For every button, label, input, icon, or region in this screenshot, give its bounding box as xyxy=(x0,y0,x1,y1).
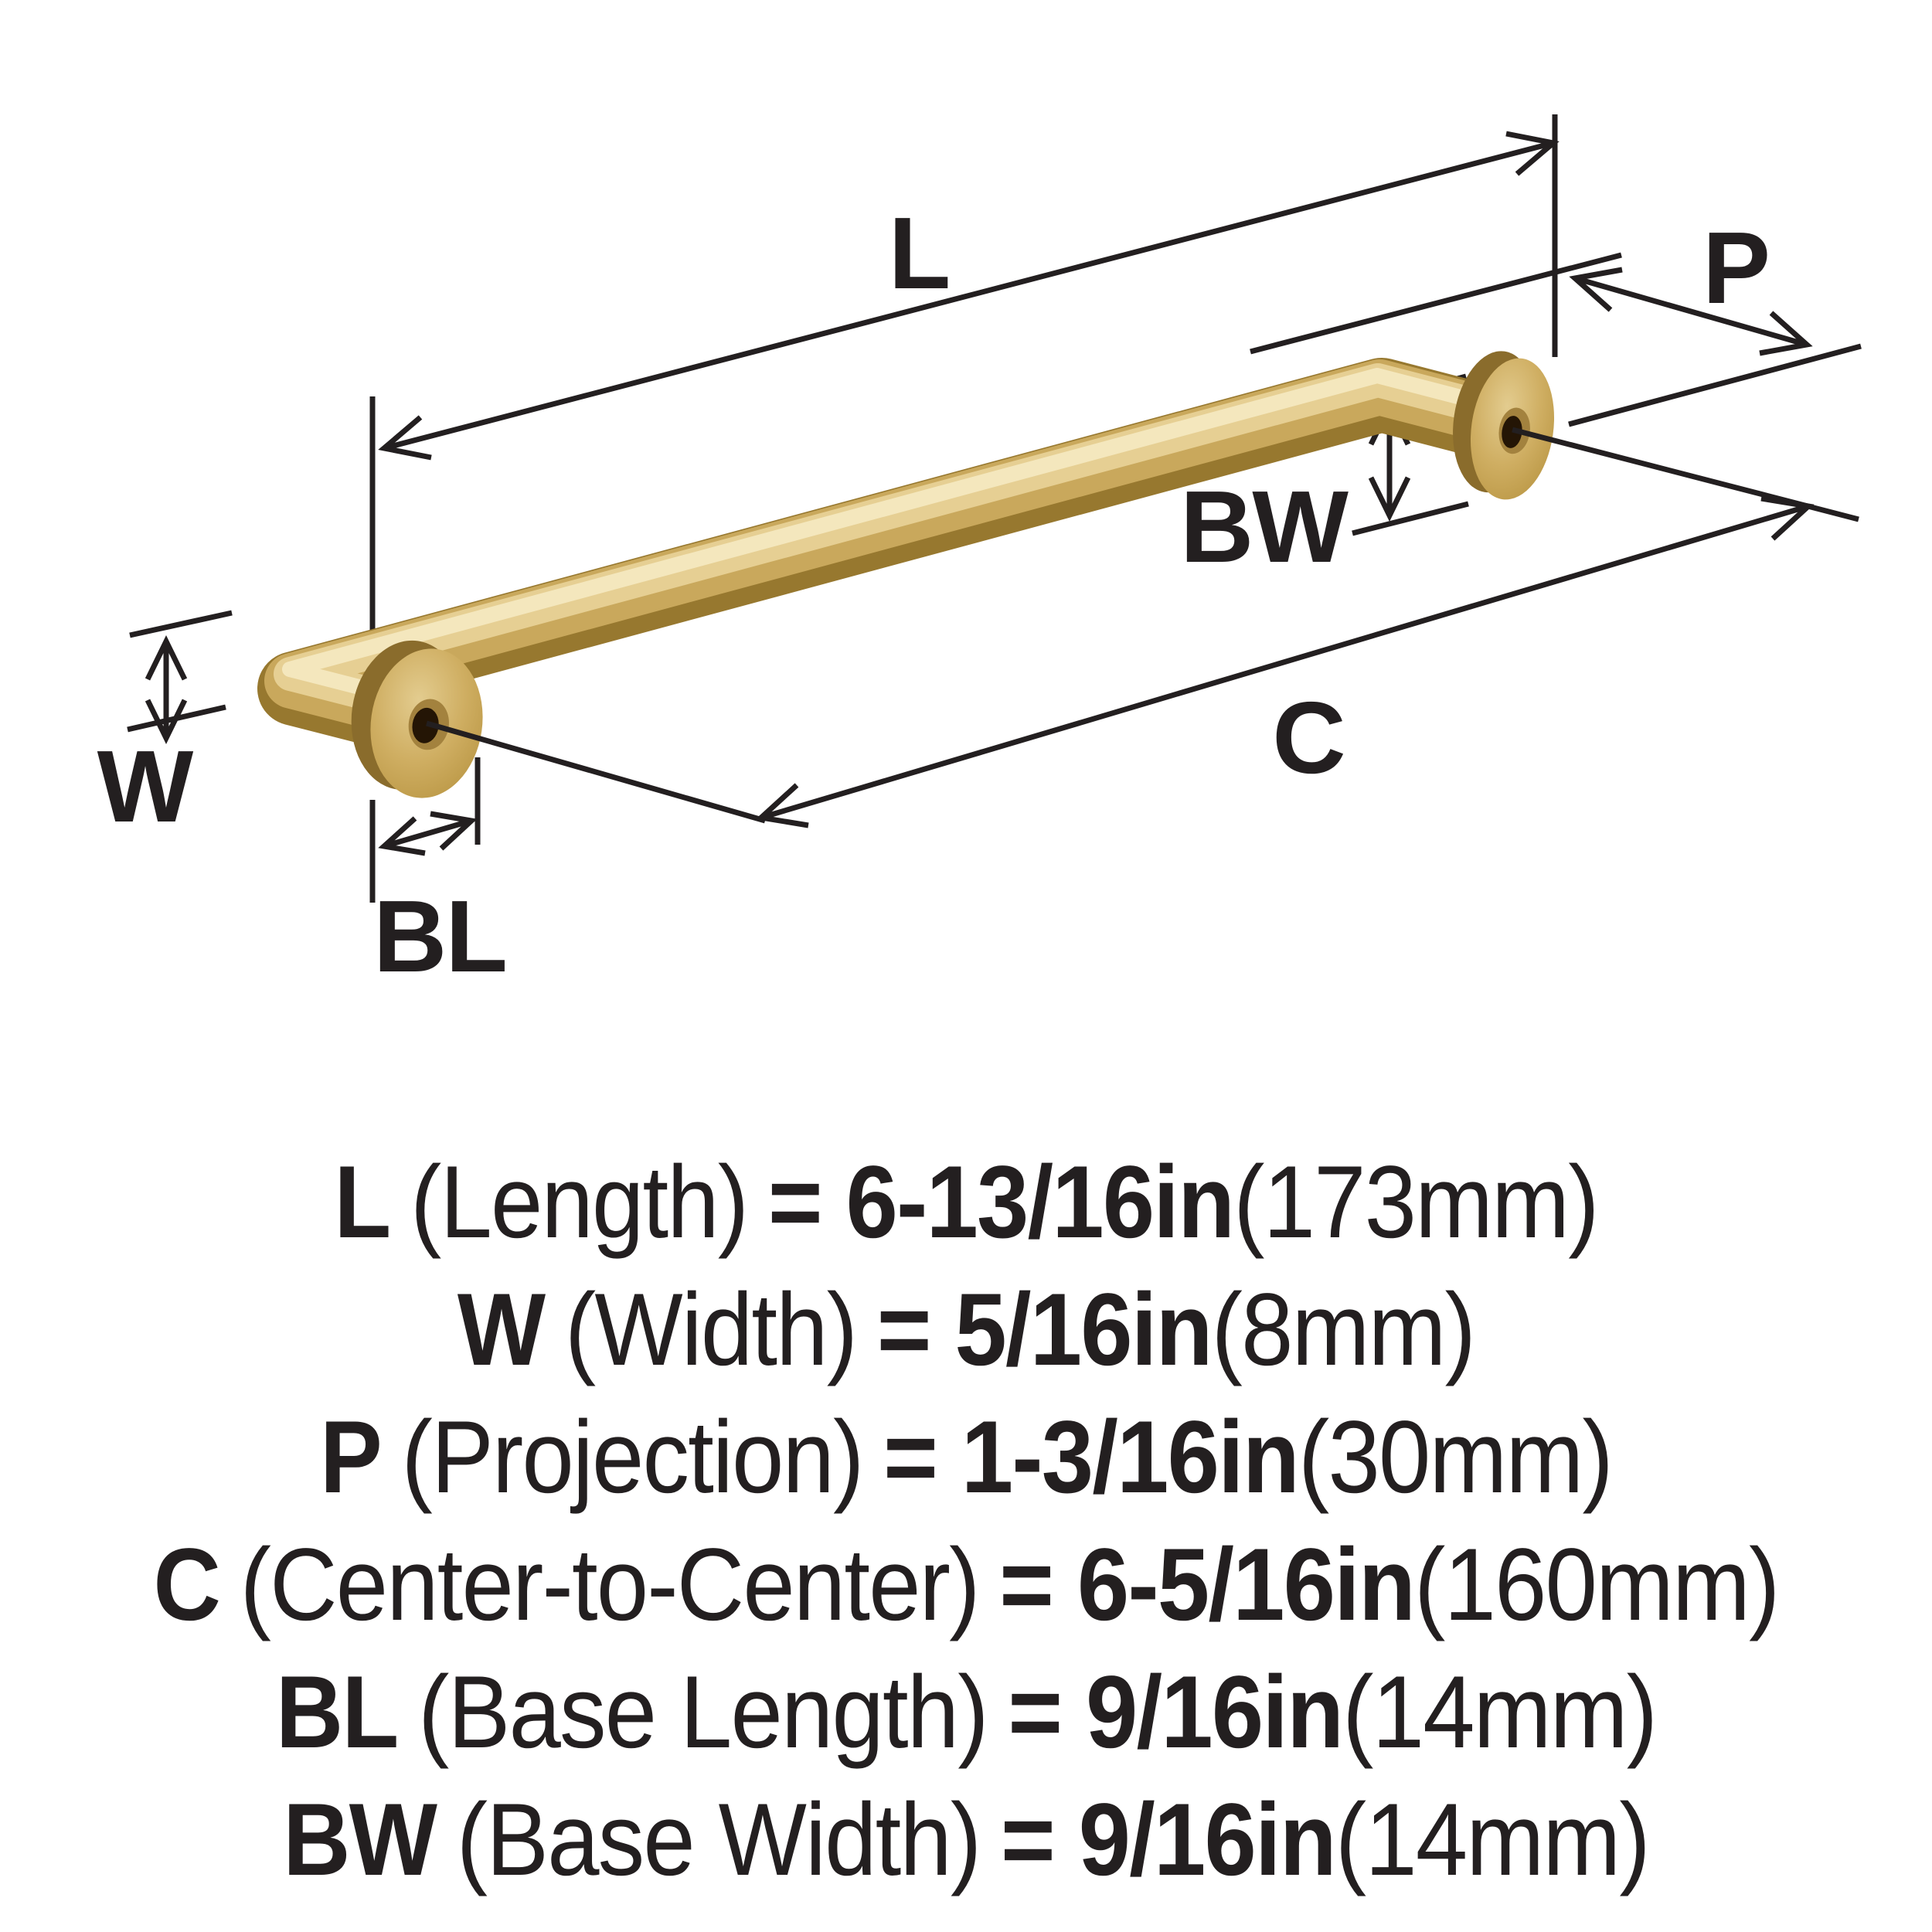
dim-BW: BW xyxy=(1180,400,1411,583)
label-W: W xyxy=(97,730,194,843)
spec-label: L xyxy=(334,1145,391,1260)
dim-line-BL xyxy=(383,818,472,849)
spec-line-length: L(Length)= 6-13/16in(173mm) xyxy=(87,1139,1845,1267)
arrowhead xyxy=(1569,267,1623,312)
spec-metric: (14mm) xyxy=(1342,1655,1658,1770)
spec-line-projection: P(Projection)= 1-3/16in(30mm) xyxy=(87,1394,1845,1522)
spec-label: P xyxy=(320,1400,383,1515)
label-P: P xyxy=(1702,211,1769,325)
spec-label: W xyxy=(457,1273,546,1387)
spec-metric: (173mm) xyxy=(1233,1145,1599,1260)
dim-line-C xyxy=(760,503,1809,821)
label-BL: BL xyxy=(373,879,506,993)
bw-lower-tick xyxy=(1352,501,1469,536)
arrowhead xyxy=(1505,131,1560,176)
label-BW: BW xyxy=(1180,470,1349,583)
spec-label: C xyxy=(153,1528,220,1642)
arrowhead xyxy=(378,816,426,856)
left-hole-center-extension xyxy=(426,720,766,824)
spec-list: L(Length)= 6-13/16in(173mm) W(Width)= 5/… xyxy=(87,1139,1845,1904)
right-base xyxy=(1453,351,1555,500)
spec-name: (Base Length) xyxy=(418,1655,988,1770)
right-hole-center-extension xyxy=(1512,427,1859,522)
arrowhead xyxy=(430,811,478,851)
spec-name: (Width) xyxy=(564,1273,858,1387)
spec-value: = 5/16in xyxy=(876,1273,1213,1387)
dim-line-L xyxy=(383,140,1554,451)
dim-P: P xyxy=(1569,211,1813,356)
arrowhead xyxy=(1759,311,1813,356)
handle xyxy=(257,351,1859,824)
dim-BL: BL xyxy=(373,811,508,993)
spec-label: BW xyxy=(283,1783,437,1897)
spec-metric: (30mm) xyxy=(1298,1400,1614,1515)
wall-plane-extension xyxy=(1568,343,1862,427)
spec-name: (Projection) xyxy=(401,1400,865,1515)
left-screw-hole xyxy=(412,707,439,743)
front-plane-extension xyxy=(1250,252,1622,355)
spec-line-base-width: BW(Base Width)= 9/16in(14mm) xyxy=(87,1777,1845,1904)
spec-value: = 6-13/16in xyxy=(767,1145,1235,1260)
label-C: C xyxy=(1272,681,1344,794)
spec-metric: (8mm) xyxy=(1211,1273,1476,1387)
dim-W: W xyxy=(97,635,196,843)
spec-name: (Base Width) xyxy=(456,1783,981,1897)
spec-metric: (160mm) xyxy=(1414,1528,1780,1642)
dim-line-P xyxy=(1574,275,1808,348)
spec-metric: (14mm) xyxy=(1335,1783,1651,1897)
spec-name: (Center-to-Center) xyxy=(240,1528,981,1642)
arrowhead xyxy=(145,699,188,744)
dim-L: L xyxy=(378,131,1560,461)
spec-label: BL xyxy=(275,1655,400,1770)
spec-value: = 1-3/16in xyxy=(883,1400,1300,1515)
spec-name: (Length) xyxy=(410,1145,749,1260)
arrowhead xyxy=(145,635,188,681)
spec-line-center-to-center: C(Center-to-Center)= 6-5/16in(160mm) xyxy=(87,1522,1845,1649)
spec-line-width: W(Width)= 5/16in(8mm) xyxy=(87,1267,1845,1394)
arrowhead xyxy=(1368,476,1411,522)
spec-value: = 9/16in xyxy=(1001,1783,1337,1897)
w-upper-tick xyxy=(129,610,233,638)
label-L: L xyxy=(889,196,950,310)
arrowhead xyxy=(378,415,432,461)
spec-line-base-length: BL(Base Length)= 9/16in(14mm) xyxy=(87,1649,1845,1777)
spec-value: = 9/16in xyxy=(1008,1655,1344,1770)
spec-value: = 6-5/16in xyxy=(999,1528,1416,1642)
